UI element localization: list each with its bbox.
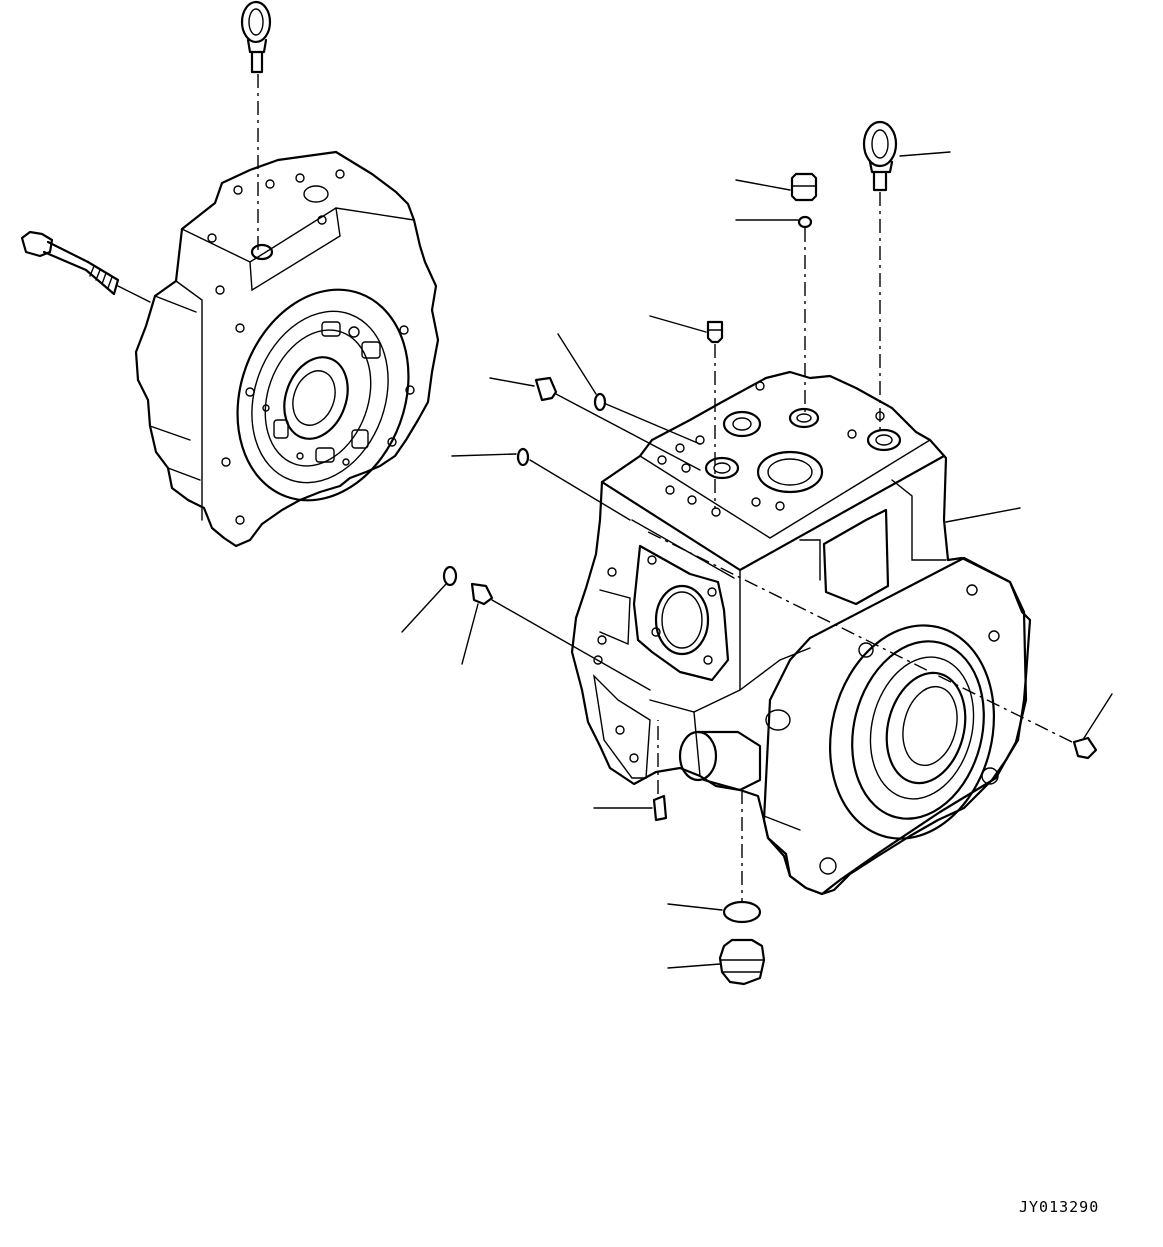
eyebolt-right xyxy=(862,120,951,430)
bottom-small-plug xyxy=(593,720,668,822)
drain-plug xyxy=(667,790,766,986)
top-plug xyxy=(735,172,818,412)
housing-leader xyxy=(945,507,1021,523)
side-plug-lower xyxy=(401,565,651,691)
pump-housing xyxy=(570,370,1032,896)
end-cover-housing xyxy=(134,150,440,548)
drawing-code: JY013290 xyxy=(1019,1198,1100,1216)
small-plug-top xyxy=(649,315,724,508)
mounting-bolt xyxy=(20,230,151,303)
side-plug-upper xyxy=(451,333,701,521)
side-plug-right xyxy=(643,529,1113,760)
eyebolt-left xyxy=(240,0,272,250)
